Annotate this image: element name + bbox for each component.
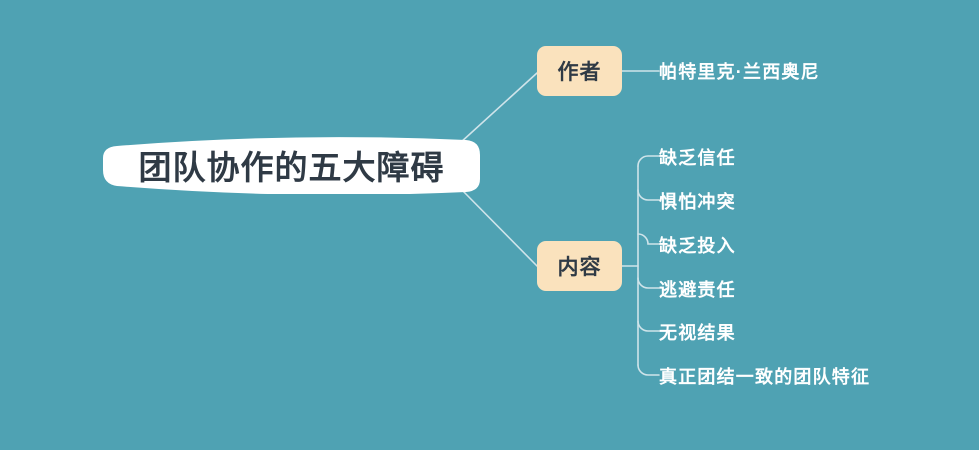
edge-root-to-author bbox=[459, 72, 538, 144]
branch-node-author[interactable]: 作者 bbox=[537, 46, 622, 96]
leaf-author-0[interactable]: 帕特里克·兰西奥尼 bbox=[659, 62, 820, 82]
edge-content-to-leaf-4 bbox=[637, 320, 660, 332]
edge-content-to-leaf-2 bbox=[637, 233, 660, 245]
root-node-label: 团队协作的五大障碍 bbox=[138, 149, 445, 186]
leaf-content-0[interactable]: 缺乏信任 bbox=[659, 148, 736, 168]
root-node[interactable]: 团队协作的五大障碍 bbox=[103, 136, 480, 194]
branch-node-content[interactable]: 内容 bbox=[537, 241, 622, 291]
edge-content-to-leaf-3 bbox=[637, 277, 660, 289]
leaf-content-1[interactable]: 惧怕冲突 bbox=[659, 192, 736, 212]
leaf-content-5[interactable]: 真正团结一致的团队特征 bbox=[659, 367, 871, 387]
root-node-shape bbox=[103, 137, 480, 194]
leaf-content-2[interactable]: 缺乏投入 bbox=[659, 236, 736, 256]
edge-content-to-leaf-0 bbox=[637, 155, 660, 167]
edge-content-to-leaf-5 bbox=[637, 364, 660, 376]
edge-content-to-leaf-1 bbox=[637, 189, 660, 201]
leaf-content-4[interactable]: 无视结果 bbox=[659, 323, 736, 343]
edge-root-to-content bbox=[459, 187, 538, 267]
leaf-content-3[interactable]: 逃避责任 bbox=[659, 280, 736, 300]
